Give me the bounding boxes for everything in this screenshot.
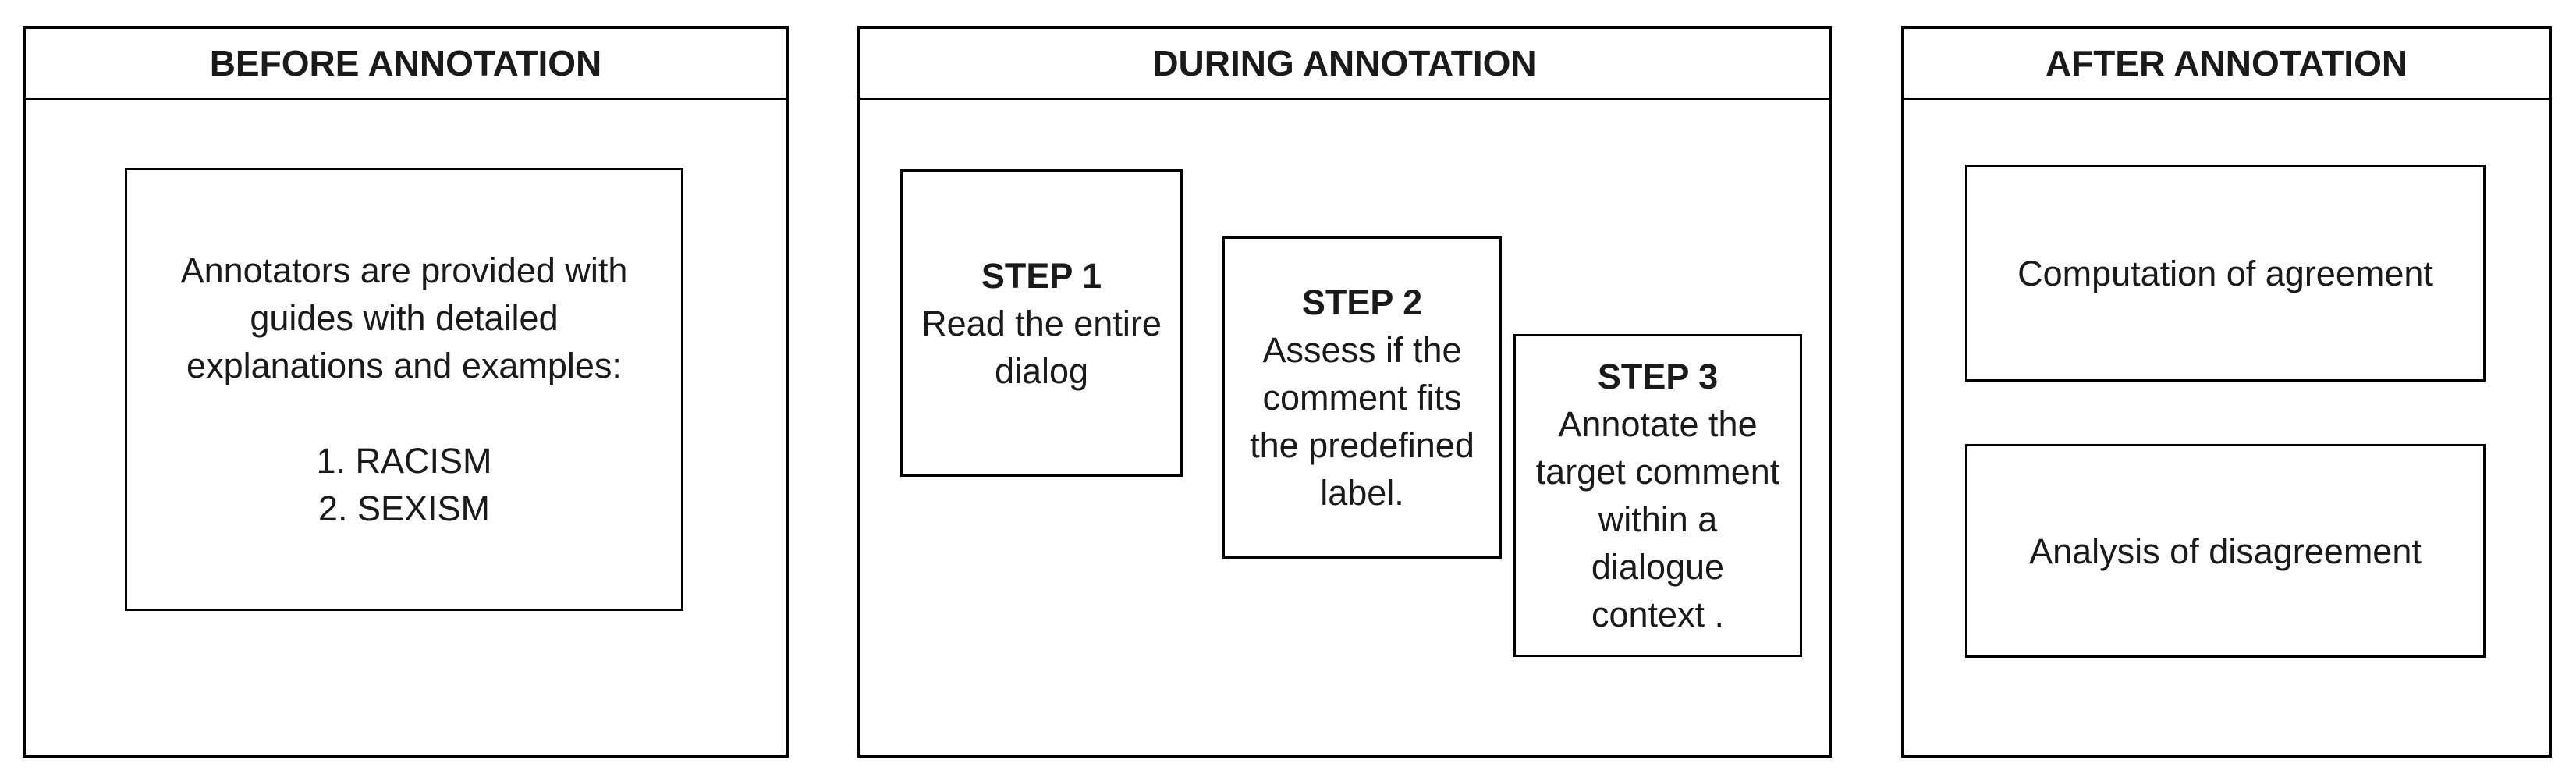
- panel-during-header: DURING ANNOTATION: [860, 29, 1829, 100]
- analysis-of-disagreement-card: Analysis of disagreement: [1965, 444, 2486, 658]
- step-3-label: STEP 3: [1597, 357, 1719, 396]
- guide-card: Annotators are provided with guides with…: [125, 168, 683, 611]
- guide-example-sexism: 2. SEXISM: [318, 488, 491, 528]
- guide-examples-list: 1. RACISM 2. SEXISM: [316, 437, 491, 532]
- computation-of-agreement-text: Computation of agreement: [2017, 253, 2433, 293]
- guide-paragraph-line: explanations and examples:: [186, 346, 622, 385]
- step-1-label: STEP 1: [981, 255, 1102, 296]
- panel-after-title: AFTER ANNOTATION: [2045, 43, 2408, 83]
- step-2-box: STEP 2 Assess if the comment fits the pr…: [1222, 236, 1502, 559]
- guide-paragraph-line: Annotators are provided with: [180, 250, 628, 290]
- guide-paragraph-line: guides with detailed: [250, 298, 559, 338]
- step-3-text-line: within a: [1598, 499, 1718, 539]
- step-3-text-line: target comment: [1535, 452, 1780, 492]
- guide-example-racism: 1. RACISM: [316, 441, 492, 481]
- step-1-box: STEP 1 Read the entire dialog: [900, 169, 1183, 477]
- step-2-text-line: the predefined: [1250, 425, 1474, 465]
- step-3-box: STEP 3 Annotate the target comment withi…: [1513, 334, 1802, 657]
- step-2-label: STEP 2: [1301, 282, 1423, 322]
- guide-paragraph: Annotators are provided with guides with…: [181, 247, 628, 389]
- step-1-text-line: dialog: [994, 350, 1089, 391]
- step-3-text-line: context .: [1591, 595, 1725, 634]
- panel-after-annotation: AFTER ANNOTATION Computation of agreemen…: [1901, 26, 2552, 758]
- step-3-text-line: Annotate the: [1558, 404, 1758, 444]
- panel-before-header: BEFORE ANNOTATION: [26, 29, 786, 100]
- step-2-text-line: comment fits: [1262, 378, 1462, 417]
- step-1-text-line: Read the entire: [921, 303, 1162, 343]
- analysis-of-disagreement-text: Analysis of disagreement: [2029, 531, 2422, 571]
- panel-during-annotation: DURING ANNOTATION STEP 1 Read the entire…: [857, 26, 1832, 758]
- step-2-text-line: Assess if the: [1262, 330, 1462, 370]
- panel-before-title: BEFORE ANNOTATION: [209, 43, 602, 83]
- panel-after-header: AFTER ANNOTATION: [1904, 29, 2549, 100]
- step-3-text-line: dialogue: [1591, 547, 1725, 587]
- panel-during-title: DURING ANNOTATION: [1152, 43, 1537, 83]
- step-2-text-line: label.: [1320, 473, 1404, 513]
- panel-before-annotation: BEFORE ANNOTATION Annotators are provide…: [23, 26, 789, 758]
- computation-of-agreement-card: Computation of agreement: [1965, 165, 2486, 382]
